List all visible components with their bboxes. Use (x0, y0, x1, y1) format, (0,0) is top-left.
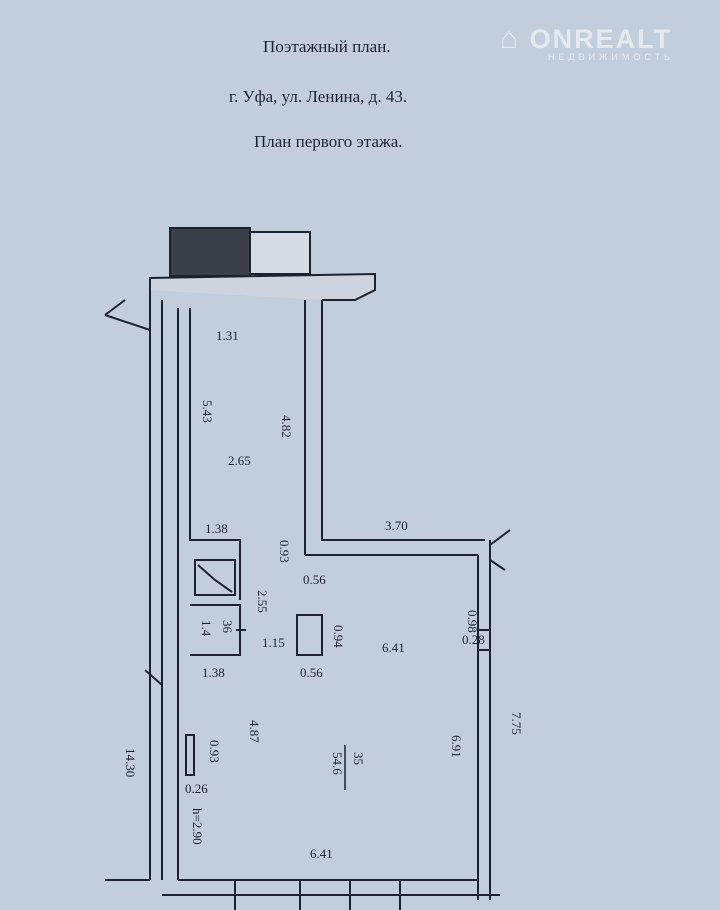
dim: 36 (220, 620, 235, 634)
dim: 0.26 (185, 781, 208, 796)
dim: 6.41 (382, 640, 405, 655)
shaft (194, 559, 236, 596)
dim: 4.82 (279, 415, 294, 438)
wall-corridor-right (304, 300, 485, 556)
dim: 14.30 (123, 748, 138, 777)
dim: 1.38 (202, 665, 225, 680)
dim: 1.31 (216, 328, 239, 343)
wall-bottom (162, 879, 500, 896)
room-area: 54.6 (330, 752, 345, 775)
dim: 0.94 (331, 625, 346, 648)
shaft-diagonal (197, 564, 233, 593)
dim: 0.98 (465, 610, 480, 633)
room-number: 35 (351, 752, 366, 765)
dim: 0.56 (303, 572, 326, 587)
dim: 1.15 (262, 635, 285, 650)
door-right (478, 629, 490, 651)
staircase (169, 227, 251, 277)
dim: 0.28 (462, 632, 485, 647)
wall-break (104, 299, 151, 331)
column (296, 614, 323, 656)
dim: 1.4 (199, 620, 214, 637)
dim: 0.56 (300, 665, 323, 680)
dim: 0.93 (207, 740, 222, 763)
stair-landing (249, 231, 311, 275)
dim: 1.38 (205, 521, 228, 536)
wall-left-outer (149, 290, 163, 880)
dim: 2.55 (255, 590, 270, 613)
plan-title: Поэтажный план. (263, 37, 391, 56)
wall-right (477, 529, 511, 900)
wall-break-2 (105, 669, 163, 881)
plan-address: г. Уфа, ул. Ленина, д. 43. (229, 87, 408, 106)
wall-corridor-left (189, 308, 241, 600)
dim: 4.87 (247, 720, 262, 743)
plan-subtitle: План первого этажа. (254, 132, 403, 151)
ceiling-height: h=2.90 (190, 808, 205, 845)
wall-top (149, 272, 376, 301)
dim: 6.41 (310, 846, 333, 861)
dim: 5.43 (200, 400, 215, 423)
dim: 0.93 (277, 540, 292, 563)
dim: 3.70 (385, 518, 408, 533)
niche (185, 734, 195, 776)
dim: 2.65 (228, 453, 251, 468)
dim: 6.91 (449, 735, 464, 758)
dim: 7.75 (509, 712, 524, 735)
windows-bottom (234, 880, 401, 910)
